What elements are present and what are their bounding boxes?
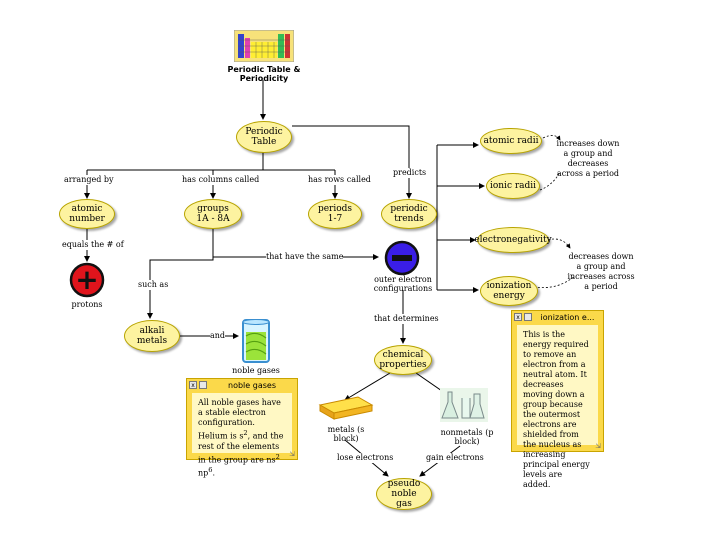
node-atomic-radii[interactable]: atomic radii: [480, 128, 542, 154]
note-noble-gases-body: All noble gases have a stable electron c…: [192, 393, 292, 478]
beaker-icon: [242, 319, 270, 363]
note-close-icon[interactable]: x: [514, 313, 522, 321]
note-pin-icon[interactable]: [199, 381, 207, 389]
label-gain-electrons: gain electrons: [426, 453, 484, 463]
label-equals-number-of: equals the # of: [62, 240, 124, 250]
label-lose-electrons: lose electrons: [337, 453, 394, 463]
node-periodic-trends[interactable]: periodic trends: [381, 199, 437, 229]
note-ionization-header: x ionization e...: [512, 311, 603, 323]
periodic-table-icon: [234, 30, 294, 62]
node-ionization-energy[interactable]: ionization energy: [480, 276, 538, 306]
metals-caption: metals (s block): [327, 425, 365, 443]
node-electronegativity[interactable]: electronegativity: [474, 227, 552, 253]
noble-gases-caption: noble gases: [232, 366, 280, 375]
note-ionization-energy[interactable]: x ionization e... This is the energy req…: [511, 310, 604, 489]
node-groups[interactable]: groups 1A - 8A: [184, 199, 242, 229]
label-and: and: [210, 331, 226, 341]
node-atomic-number[interactable]: atomic number: [59, 199, 115, 229]
proton-caption: protons: [71, 300, 103, 309]
nonmetals-caption: nonmetals (p block): [440, 428, 494, 446]
label-that-determines: that determines: [374, 314, 439, 324]
note-noble-gases-header: x noble gases: [187, 379, 297, 391]
note-resize-icon[interactable]: ⇲: [595, 442, 601, 450]
trend-label-radii: increases down a group and decreases acr…: [556, 139, 620, 178]
node-pseudo-noble-gas[interactable]: pseudo noble gas: [376, 478, 432, 510]
note-ionization-body: This is the energy required to remove an…: [517, 325, 598, 489]
label-has-columns-called: has columns called: [182, 175, 260, 185]
map-title[interactable]: Periodic Table & Periodicity: [227, 65, 301, 83]
note-close-icon[interactable]: x: [189, 381, 197, 389]
node-alkali-metals[interactable]: alkali metals: [124, 320, 180, 352]
lab-glassware-icon: [440, 388, 488, 422]
node-periodic-table[interactable]: Periodic Table: [236, 121, 292, 153]
svg-text:+: +: [75, 263, 98, 296]
electron-minus-icon: [384, 240, 420, 276]
note-ionization-title: ionization e...: [540, 312, 595, 322]
label-arranged-by: arranged by: [64, 175, 114, 185]
note-pin-icon[interactable]: [524, 313, 532, 321]
node-periods[interactable]: periods 1-7: [308, 199, 362, 229]
note-noble-gases-title: noble gases: [228, 380, 276, 390]
proton-plus-icon: +: [69, 262, 105, 298]
label-has-rows-called: has rows called: [308, 175, 371, 185]
label-that-have-the-same: that have the same: [266, 252, 344, 262]
gold-bar-icon: [318, 396, 374, 420]
node-ionic-radii[interactable]: ionic radii: [486, 173, 540, 199]
label-predicts: predicts: [393, 168, 427, 178]
note-noble-gases[interactable]: x noble gases All noble gases have a sta…: [186, 378, 298, 478]
note-resize-icon[interactable]: ⇲: [289, 450, 295, 458]
label-such-as: such as: [138, 280, 169, 290]
trend-label-ionization: decreases down a group and increases acr…: [567, 252, 635, 291]
node-chemical-properties[interactable]: chemical properties: [374, 345, 432, 375]
outer-electron-caption: outer electron configurations: [373, 275, 433, 293]
